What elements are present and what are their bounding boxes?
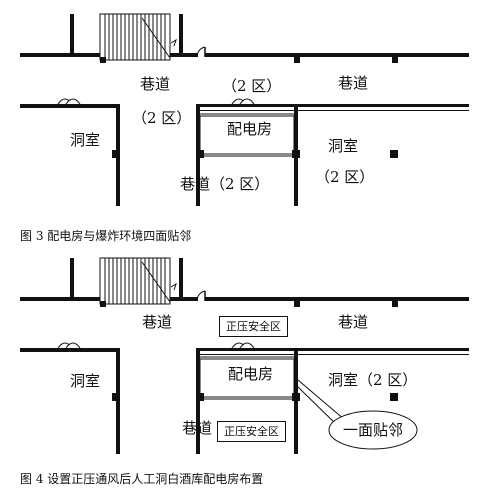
fig4-pressure-zone-top: 正压安全区 — [219, 316, 288, 337]
fig3-cave-right-label: 洞室 — [328, 137, 359, 155]
fig4-caption: 图 4 设置正压通风后人工洞白酒库配电房布置 — [20, 472, 264, 486]
fig4-callout-text: 一面贴邻 — [343, 421, 404, 439]
fig4-alley-bottom-label: 巷道 — [182, 419, 213, 437]
fig4-alley-left-label: 巷道 — [142, 313, 173, 331]
fig3-zone-top-label: （2 区） — [222, 77, 282, 95]
fig4-pressure-zone-bottom: 正压安全区 — [217, 421, 286, 442]
fig4-alley-right-label: 巷道 — [338, 313, 369, 331]
fig3-zone-right-label: （2 区） — [315, 168, 375, 186]
fig3-alley-right-label: 巷道 — [338, 74, 369, 92]
fig4-power-room-label: 配电房 — [228, 365, 274, 383]
fig3-alley-bottom-label: 巷道（2 区） — [180, 175, 270, 193]
fig3-cave-left-label: 洞室 — [70, 131, 101, 149]
fig4-cave-left-label: 洞室 — [70, 372, 101, 390]
fig3-caption: 图 3 配电房与爆炸环境四面贴邻 — [20, 229, 192, 243]
figure4-plan — [20, 257, 469, 454]
fig4-cave-right-label: 洞室（2 区） — [328, 371, 418, 389]
fig3-zone-left-label: （2 区） — [132, 109, 192, 127]
fig3-power-room-label: 配电房 — [227, 120, 273, 138]
figure3-plan — [20, 13, 469, 206]
fig3-alley-left-label: 巷道 — [140, 75, 171, 93]
